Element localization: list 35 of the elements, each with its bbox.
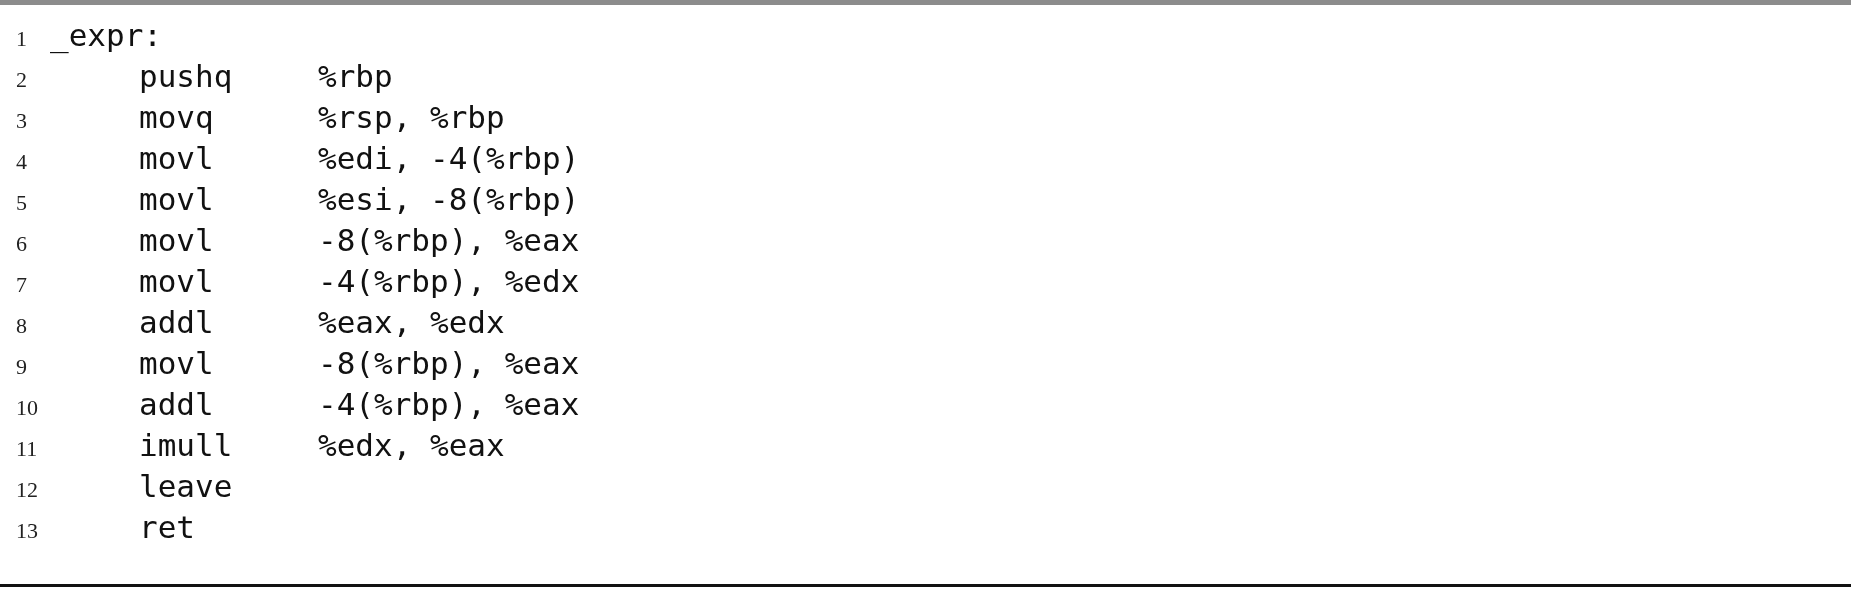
instruction-mnemonic: movl: [139, 143, 214, 174]
instruction-mnemonic: movl: [139, 266, 214, 297]
instruction-mnemonic: movl: [139, 348, 214, 379]
line-number: 11: [16, 438, 38, 460]
instruction-mnemonic: ret: [139, 512, 195, 543]
instruction-operands: -4(%rbp), %eax: [318, 389, 580, 420]
instruction-mnemonic: movq: [139, 102, 214, 133]
line-number: 13: [16, 520, 38, 542]
instruction-mnemonic: addl: [139, 307, 214, 338]
line-number: 10: [16, 397, 38, 419]
line-number: 7: [16, 274, 27, 296]
line-number: 6: [16, 233, 27, 255]
instruction-operands: -8(%rbp), %eax: [318, 225, 580, 256]
instruction-operands: %eax, %edx: [318, 307, 505, 338]
instruction-mnemonic: pushq: [139, 61, 233, 92]
line-number: 12: [16, 479, 38, 501]
instruction-mnemonic: movl: [139, 225, 214, 256]
line-number: 9: [16, 356, 27, 378]
instruction-operands: %esi, -8(%rbp): [318, 184, 580, 215]
instruction-operands: %rsp, %rbp: [318, 102, 505, 133]
line-number: 5: [16, 192, 27, 214]
instruction-operands: %rbp: [318, 61, 393, 92]
instruction-mnemonic: leave: [139, 471, 233, 502]
instruction-operands: %edx, %eax: [318, 430, 505, 461]
line-number: 2: [16, 69, 27, 91]
line-number: 3: [16, 110, 27, 132]
instruction-mnemonic: addl: [139, 389, 214, 420]
instruction-mnemonic: movl: [139, 184, 214, 215]
instruction-operands: -8(%rbp), %eax: [318, 348, 580, 379]
line-number: 8: [16, 315, 27, 337]
instruction-operands: %edi, -4(%rbp): [318, 143, 580, 174]
line-number: 4: [16, 151, 27, 173]
line-number: 1: [16, 28, 27, 50]
instruction-operands: -4(%rbp), %edx: [318, 266, 580, 297]
instruction-mnemonic: imull: [139, 430, 233, 461]
